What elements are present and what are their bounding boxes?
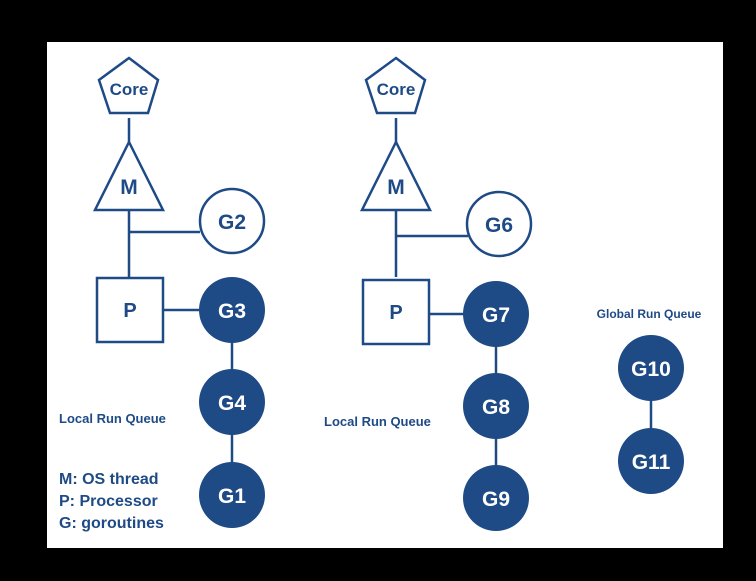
local-queue-label-left: Local Run Queue (59, 411, 166, 426)
global-queue-label: Global Run Queue (597, 307, 702, 321)
goroutine-g4-circle (199, 369, 265, 435)
goroutine-g2-label: G2 (218, 211, 246, 234)
processor-box-left (95, 276, 165, 344)
core-pentagon-right (364, 56, 427, 115)
goroutine-g11-label: G11 (632, 451, 671, 474)
goroutine-g7-label: G7 (482, 304, 510, 327)
goroutine-g4-label: G4 (218, 392, 246, 415)
machine-label-right: M (387, 176, 405, 199)
processor-box-right (361, 278, 431, 346)
core-pentagon-left (97, 56, 160, 115)
legend-g: G: goroutines (59, 515, 164, 532)
goroutine-g6-circle (465, 190, 533, 258)
goroutine-g1-label: G1 (218, 485, 246, 508)
goroutine-g10-label: G10 (631, 358, 671, 381)
goroutine-g1-circle (199, 462, 265, 528)
goroutine-g9-circle (463, 465, 529, 531)
local-queue-label-right: Local Run Queue (324, 414, 431, 429)
goroutine-g7-circle (463, 281, 529, 347)
machine-label-left: M (120, 176, 138, 199)
legend-p: P: Processor (59, 493, 158, 510)
goroutine-g6-label: G6 (485, 214, 513, 237)
goroutine-g3-label: G3 (218, 300, 246, 323)
goroutine-g2-circle (198, 187, 266, 255)
goroutine-g8-circle (463, 373, 529, 439)
goroutine-g10-circle (618, 335, 684, 401)
legend-m: M: OS thread (59, 471, 159, 488)
core-label-right: Core (377, 80, 416, 99)
goroutine-g3-circle (199, 277, 265, 343)
processor-label-right: P (389, 302, 402, 324)
machine-triangle-left (92, 139, 166, 212)
goroutine-g8-label: G8 (482, 396, 510, 419)
machine-triangle-right (359, 139, 433, 212)
core-label-left: Core (110, 80, 149, 99)
diagram-panel (47, 42, 723, 548)
goroutine-g11-circle (618, 428, 684, 494)
processor-label-left: P (123, 300, 136, 322)
goroutine-g9-label: G9 (482, 488, 510, 511)
